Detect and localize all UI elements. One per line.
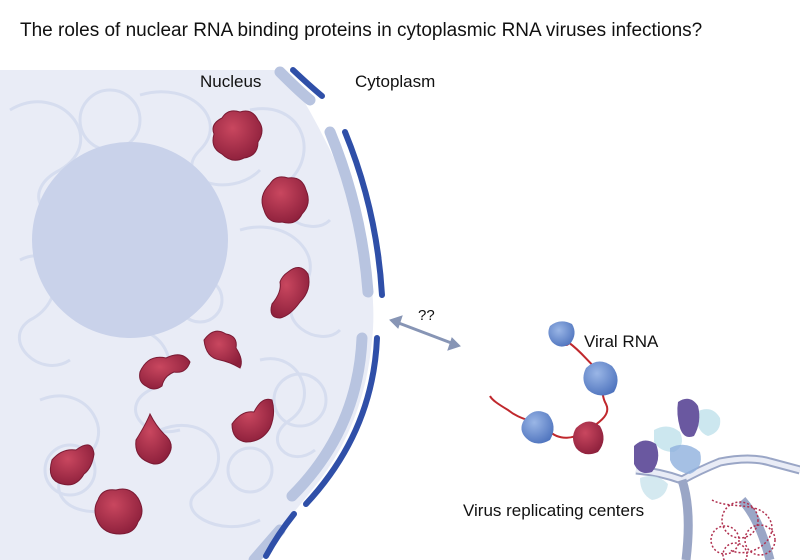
rbp-protein xyxy=(270,267,310,319)
rbp-protein xyxy=(231,398,275,443)
nucleolus xyxy=(32,142,228,338)
viral-blue-protein xyxy=(548,321,575,347)
rbp-protein xyxy=(94,488,143,535)
replication-membrane-inner xyxy=(635,456,800,483)
replicating-centers xyxy=(634,398,800,560)
rbp-protein xyxy=(212,110,263,161)
envelope-outer-segment xyxy=(263,511,297,559)
replication-rna-tangle xyxy=(710,499,776,560)
viral-blue-protein xyxy=(521,411,554,444)
envelope-outer-segment xyxy=(290,67,325,99)
rbp-protein xyxy=(203,330,242,369)
translucent-protein xyxy=(640,476,668,500)
envelope-inner-segment xyxy=(274,66,316,106)
envelope-inner-segment xyxy=(324,126,374,298)
viral-red-protein xyxy=(573,421,604,455)
purple-protein xyxy=(677,398,700,437)
nuclear-envelope xyxy=(248,66,385,560)
nuclear-rbp-proteins xyxy=(49,110,310,535)
nucleus-label: Nucleus xyxy=(200,72,262,91)
figure-title: The roles of nuclear RNA binding protein… xyxy=(20,20,703,41)
envelope-inner-segment xyxy=(286,332,368,502)
translucent-protein xyxy=(670,444,701,474)
rbp-protein xyxy=(49,444,95,486)
rbp-protein xyxy=(135,412,172,465)
envelope-outer-segment xyxy=(303,335,380,507)
cytoplasm-label: Cytoplasm xyxy=(355,72,436,91)
viral-rna-label: Viral RNA xyxy=(584,332,659,351)
replication-membrane xyxy=(677,478,693,560)
translucent-protein xyxy=(696,409,721,436)
translucent-protein xyxy=(654,426,682,452)
question-double-arrow xyxy=(389,315,461,351)
purple-protein xyxy=(634,440,659,473)
viral-blue-protein xyxy=(583,361,618,396)
viral-rna-complex xyxy=(489,321,618,455)
replicating-centers-label: Virus replicating centers xyxy=(463,501,645,520)
envelope-outer-segment xyxy=(342,129,385,298)
rbp-protein xyxy=(261,176,309,224)
rbp-protein xyxy=(139,354,191,390)
question-label: ?? xyxy=(418,307,435,324)
